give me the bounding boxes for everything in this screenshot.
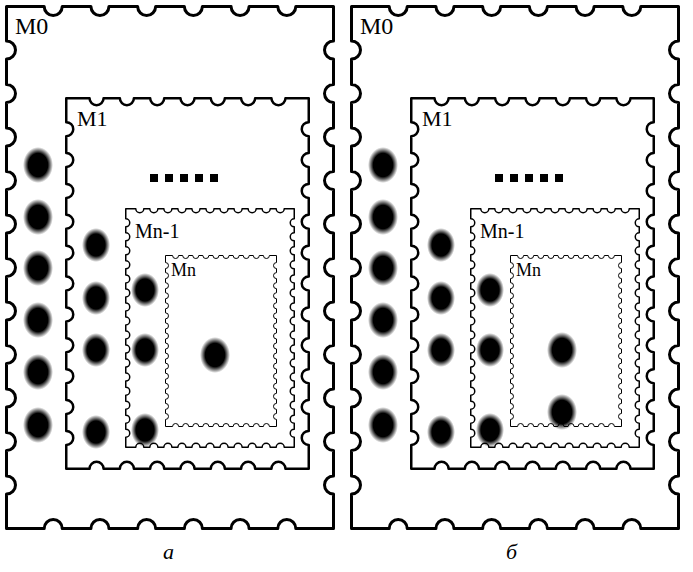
frame-label: Mn xyxy=(516,261,541,281)
stamp-outline xyxy=(410,97,655,470)
stamp-outline xyxy=(350,5,680,530)
stamp-outline xyxy=(470,208,640,448)
frame-label: M1 xyxy=(77,107,108,131)
stamp-frame: Mn-1Mn xyxy=(470,208,640,448)
stamp-outline xyxy=(5,5,335,530)
stamp-frame: M0M1Mn-1Mn xyxy=(5,5,335,530)
frame-label: M0 xyxy=(360,13,393,39)
stamp-frame: Mn xyxy=(165,255,277,427)
stamp-frame: M0M1Mn-1Mn xyxy=(350,5,680,530)
stamp-outline xyxy=(125,208,295,448)
frame-label: M1 xyxy=(422,107,453,131)
particles-panel-b xyxy=(368,147,577,449)
perforated-border xyxy=(471,209,640,448)
perforated-border xyxy=(66,98,309,469)
frame-label: Mn xyxy=(171,261,196,281)
stamp-frame: Mn-1Mn xyxy=(125,208,295,448)
stamp-frame: Mn xyxy=(510,255,622,427)
stamp-outline xyxy=(165,255,277,427)
frame-label: Mn-1 xyxy=(135,220,179,242)
stamp-outline xyxy=(510,255,622,427)
stamp-frame: M1Mn-1Mn xyxy=(410,97,655,470)
perforated-border xyxy=(411,98,654,469)
perforated-border xyxy=(126,209,295,448)
perforated-border xyxy=(166,256,277,427)
stamp-frame: M1Mn-1Mn xyxy=(65,97,310,470)
perforated-border xyxy=(7,7,334,529)
panel-label: а xyxy=(163,540,174,564)
panel-label: б xyxy=(506,540,517,564)
perforated-border xyxy=(511,256,622,427)
perforated-border xyxy=(352,7,679,529)
stamp-outline xyxy=(65,97,310,470)
frame-label: Mn-1 xyxy=(480,220,524,242)
frame-label: M0 xyxy=(15,13,48,39)
